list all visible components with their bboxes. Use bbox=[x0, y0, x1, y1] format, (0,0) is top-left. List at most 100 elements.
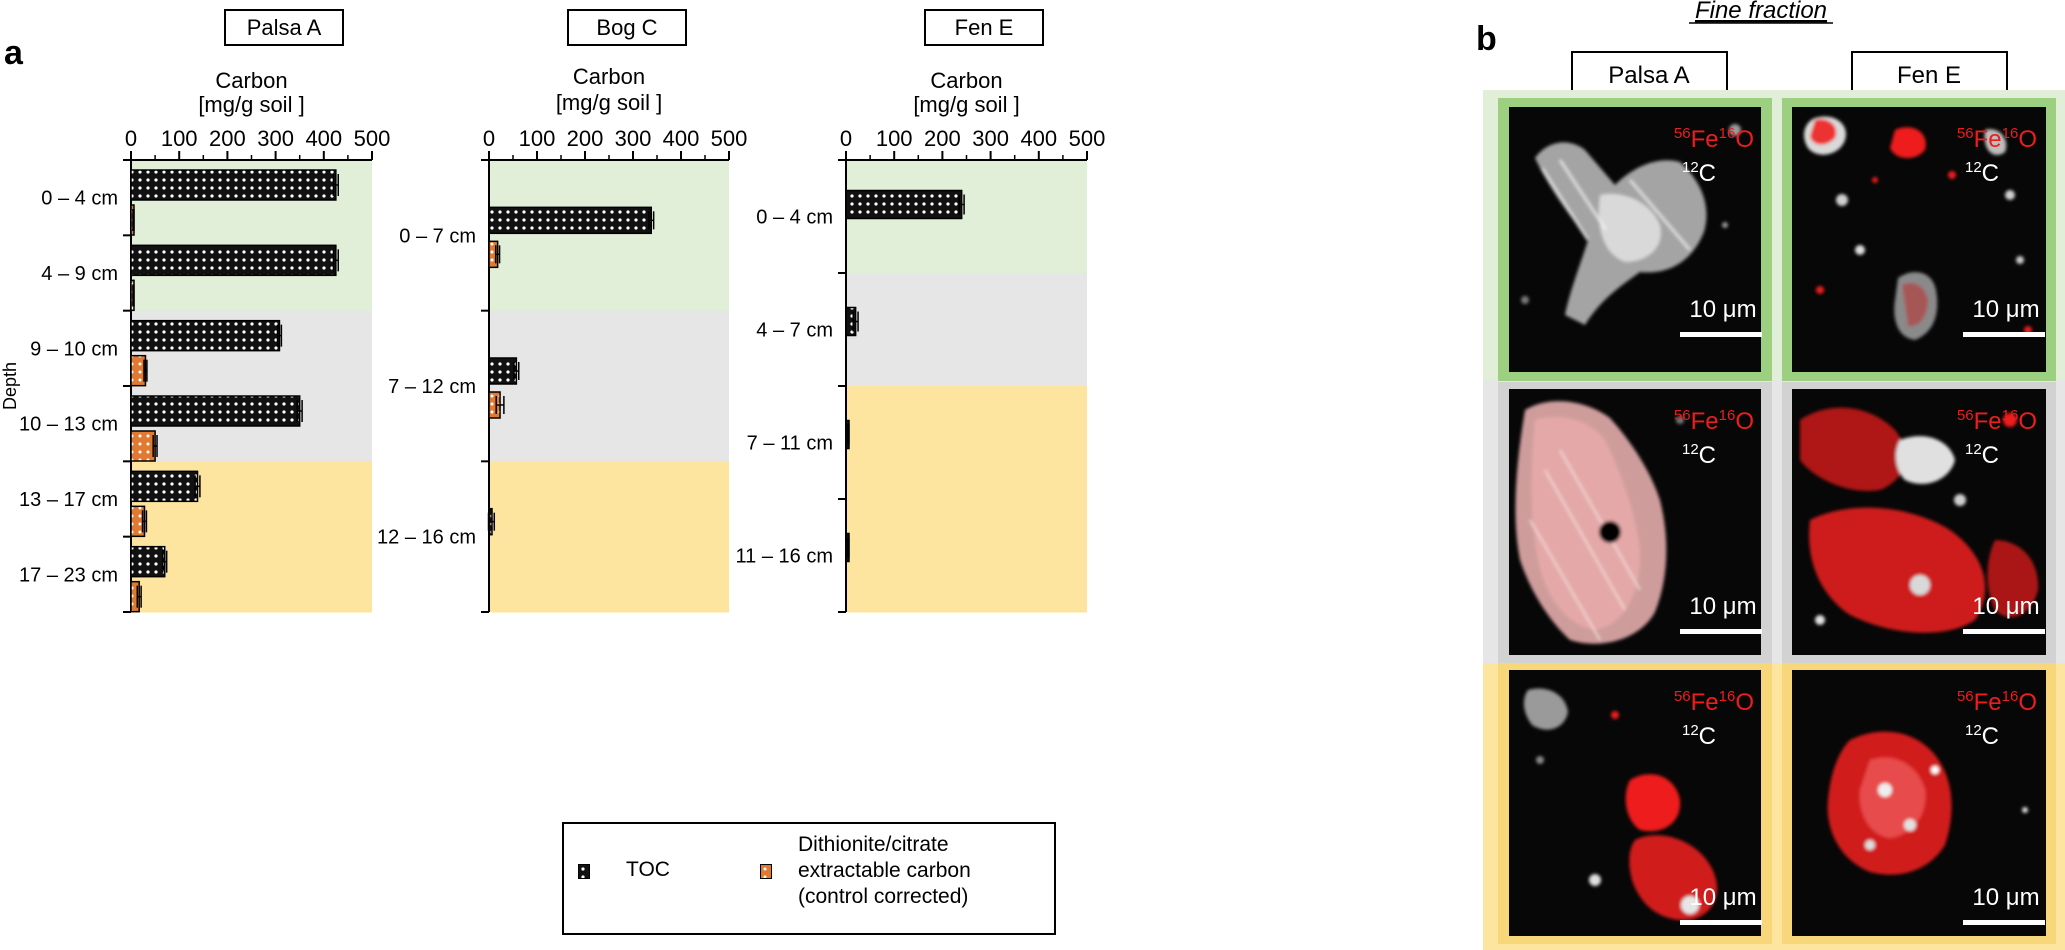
y-tick-label-1: 0 – 4 cm bbox=[756, 207, 833, 229]
x-tick-label-400: 400 bbox=[305, 126, 342, 151]
y-tick-label-5: 13 – 17 cm bbox=[19, 489, 118, 511]
chart-title: Palsa A bbox=[247, 15, 322, 40]
particle-r2-c1 bbox=[1515, 401, 1684, 644]
scale-bar-label-1: 10 μm bbox=[1689, 296, 1756, 323]
scale-bar-label-2: 10 μm bbox=[1972, 296, 2039, 323]
scale-bar-5 bbox=[1680, 920, 1762, 925]
particle-r3-c2 bbox=[1827, 731, 2028, 875]
legend: TOC Dithionite/citrate extractable carbo… bbox=[562, 822, 1056, 935]
zone-band-3 bbox=[489, 461, 729, 613]
x-tick-label-400: 400 bbox=[663, 126, 700, 151]
x-tick-label-0: 0 bbox=[483, 126, 495, 151]
bar-toc-6 bbox=[130, 545, 166, 578]
zone-band-3 bbox=[846, 386, 1087, 500]
y-tick-label-3: 7 – 11 cm bbox=[747, 433, 833, 455]
x-axis-label-line1: Carbon bbox=[930, 68, 1002, 93]
particles-r3-c1 bbox=[1523, 688, 1718, 921]
x-axis-label-line2: [mg/g soil ] bbox=[198, 92, 304, 117]
x-tick-label-0: 0 bbox=[125, 126, 137, 151]
x-tick-label-200: 200 bbox=[209, 126, 246, 151]
y-tick-label-3: 12 – 16 cm bbox=[377, 527, 476, 549]
chart-title-box bbox=[924, 9, 1044, 46]
panel-label-a: a bbox=[4, 34, 24, 72]
x-axis-label-line1: Carbon bbox=[573, 64, 645, 89]
scale-bar-label-5: 10 μm bbox=[1689, 884, 1756, 911]
x-tick-label-300: 300 bbox=[972, 126, 1009, 151]
bar-toc-3 bbox=[130, 319, 281, 352]
zone-band-4 bbox=[846, 499, 1087, 613]
bar-toc-1 bbox=[845, 189, 963, 220]
y-tick-label-6: 17 – 23 cm bbox=[19, 564, 118, 586]
chart-title: Fen E bbox=[955, 15, 1014, 40]
chart-fen-e: Fen E Carbon[mg/g soil ] 0 100 200 300 400 500 0… bbox=[736, 9, 1106, 613]
scale-bar-3 bbox=[1680, 629, 1762, 634]
y-tick-label-3: 9 – 10 cm bbox=[30, 338, 118, 360]
x-axis-label-line1: Carbon bbox=[215, 68, 287, 93]
bar-toc-2 bbox=[130, 244, 337, 277]
ion-label-feo-3: 56Fe16O bbox=[1674, 407, 1754, 435]
x-axis-label-line2: [mg/g soil ] bbox=[556, 90, 662, 115]
y-tick-label-2: 7 – 12 cm bbox=[388, 376, 476, 398]
column-header-box-fen-e bbox=[1851, 51, 2008, 98]
scale-bar-1 bbox=[1680, 332, 1762, 337]
x-tick-label-300: 300 bbox=[257, 126, 294, 151]
ion-label-feo-6: 56Fe16O bbox=[1957, 688, 2037, 716]
particles-r2-c2 bbox=[1800, 407, 2039, 633]
panel-b-nanosims: Fine fraction Palsa A Fen E bbox=[1483, 0, 2065, 950]
x-tick-label-100: 100 bbox=[876, 126, 913, 151]
bar-toc-4 bbox=[130, 395, 301, 427]
x-tick-label-200: 200 bbox=[924, 126, 961, 151]
bar-toc-1 bbox=[130, 169, 337, 201]
zone-band-6 bbox=[131, 536, 372, 613]
legend-label-dc-line1: Dithionite/citrate bbox=[798, 833, 949, 856]
panel-label-b: b bbox=[1476, 20, 1497, 58]
scale-bar-label-4: 10 μm bbox=[1972, 593, 2039, 620]
y-tick-label-1: 0 – 4 cm bbox=[41, 188, 118, 210]
ion-label-c-6: 12C bbox=[1965, 722, 1999, 750]
x-tick-label-0: 0 bbox=[840, 126, 852, 151]
x-tick-label-400: 400 bbox=[1020, 126, 1057, 151]
bar-toc-2 bbox=[488, 357, 518, 385]
ion-label-feo-5: 56Fe16O bbox=[1674, 688, 1754, 716]
ion-label-feo-2: 56Fe16O bbox=[1957, 125, 2037, 153]
legend-label-dc-line2: extractable carbon bbox=[798, 859, 971, 882]
x-tick-label-100: 100 bbox=[161, 126, 198, 151]
scale-bar-4 bbox=[1963, 629, 2045, 634]
fine-fraction-title: Fine fraction bbox=[1695, 0, 1827, 24]
particle-r1-c1 bbox=[1521, 124, 1741, 325]
chart-title-box bbox=[567, 9, 687, 46]
zone-band-2 bbox=[846, 273, 1087, 387]
y-tick-label-2: 4 – 9 cm bbox=[41, 263, 118, 285]
particles-r1-c2 bbox=[1804, 116, 2032, 340]
x-axis-label-line2: [mg/g soil ] bbox=[913, 92, 1019, 117]
x-tick-label-500: 500 bbox=[1069, 126, 1106, 151]
ion-label-c-1: 12C bbox=[1682, 159, 1716, 187]
column-header-box-palsa-a bbox=[1571, 51, 1728, 98]
zone-band-1 bbox=[489, 160, 729, 312]
legend-label-dc-line3: (control corrected) bbox=[798, 885, 969, 908]
zone-band-2 bbox=[489, 310, 729, 462]
ion-label-c-3: 12C bbox=[1682, 441, 1716, 469]
legend-swatch-toc bbox=[578, 864, 590, 879]
column-header-fen-e: Fen E bbox=[1897, 62, 1961, 89]
bar-toc-1 bbox=[488, 206, 652, 235]
ion-label-c-4: 12C bbox=[1965, 441, 1999, 469]
y-tick-label-4: 11 – 16 cm bbox=[736, 546, 833, 568]
scale-bar-6 bbox=[1963, 920, 2045, 925]
chart-title-box bbox=[224, 9, 344, 46]
y-tick-label-1: 0 – 7 cm bbox=[399, 225, 476, 247]
y-axis-label: Depth bbox=[0, 362, 20, 410]
chart-palsa-a: Palsa A Carbon[mg/g soil ] 0 100 200 300 400 50… bbox=[0, 9, 391, 613]
y-tick-label-2: 4 – 7 cm bbox=[756, 320, 833, 342]
scale-bar-label-6: 10 μm bbox=[1972, 884, 2039, 911]
scale-bar-2 bbox=[1963, 332, 2045, 337]
ion-label-feo-4: 56Fe16O bbox=[1957, 407, 2037, 435]
y-tick-label-4: 10 – 13 cm bbox=[19, 414, 118, 436]
chart-title: Bog C bbox=[596, 15, 657, 40]
legend-label-toc: TOC bbox=[626, 858, 670, 881]
x-tick-label-500: 500 bbox=[354, 126, 391, 151]
x-tick-label-200: 200 bbox=[567, 126, 604, 151]
bar-toc-5 bbox=[130, 470, 199, 503]
ion-labels-layer: 56Fe16O 12C 10 μm 56Fe16O 12C 10 μm 56Fe16O 12C… bbox=[1674, 125, 2045, 925]
